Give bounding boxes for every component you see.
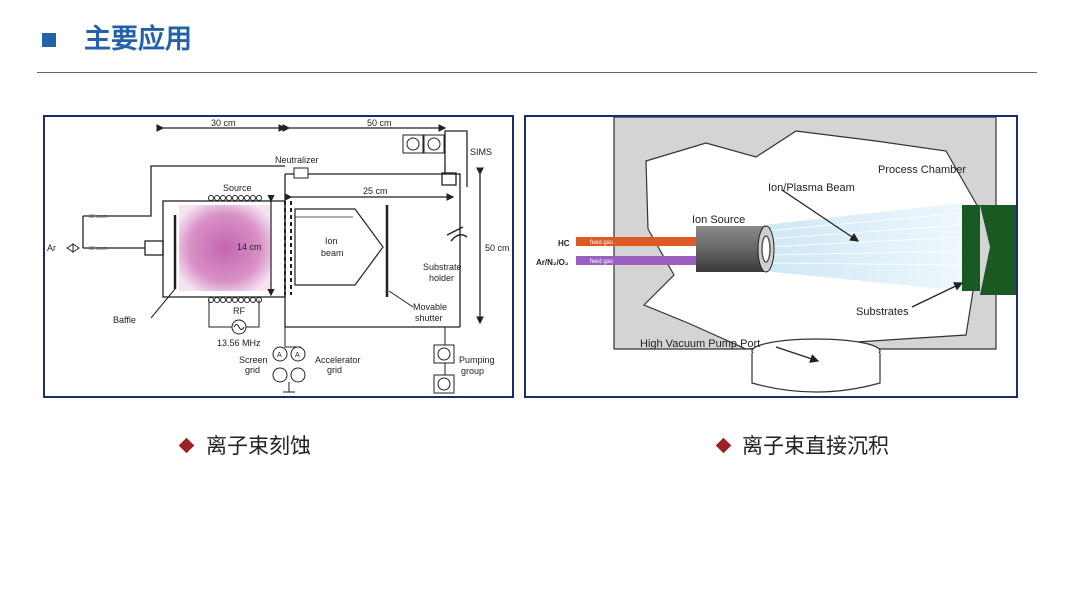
sims-rotor-2-icon	[427, 137, 441, 151]
label-substrates: Substrates	[856, 306, 909, 318]
pump-port-arrow	[775, 346, 820, 363]
plasma-beam	[764, 203, 962, 291]
substrate-holder-block	[980, 205, 1016, 295]
sims-rotor-1-icon	[406, 137, 420, 151]
substrates-arrow	[911, 282, 964, 308]
label-meter-a-2: A	[295, 352, 300, 359]
label-ion-source: Ion Source	[692, 214, 745, 226]
label-pumping-2: group	[461, 366, 484, 376]
page-title: 主要应用	[84, 24, 192, 55]
ion-beam-arrow	[294, 208, 384, 286]
label-ion-1: Ion	[325, 236, 338, 246]
title-square-bullet	[42, 33, 56, 47]
label-baffle: Baffle	[113, 315, 136, 325]
label-ar: Ar	[47, 243, 56, 253]
screen-grid-wire	[284, 295, 301, 348]
pump-lower-icon	[433, 374, 455, 394]
ion-source-grid	[761, 235, 771, 263]
label-accelerator-2: grid	[327, 365, 342, 375]
label-flow-1: 30 sccm	[89, 214, 108, 220]
label-flow-2: 30 sccm	[89, 246, 108, 252]
label-hc: HC	[558, 239, 570, 248]
label-screen-grid-1: Screen	[239, 355, 268, 365]
label-substrate-holder-1: Substrate	[423, 262, 462, 272]
label-screen-grid-2: grid	[245, 365, 260, 375]
pump-port-pipe	[751, 353, 881, 393]
label-rf-freq: 13.56 MHz	[217, 338, 261, 348]
ion-beam-deposition-diagram: Process Chamber Ion/Plasma Beam Ion Sour…	[524, 115, 1018, 398]
hc-feed-tube	[576, 237, 626, 246]
plasma-region	[179, 205, 271, 291]
source-coils	[208, 195, 262, 303]
substrate-plate	[962, 205, 980, 291]
label-dim-14: 14 cm	[237, 242, 262, 252]
sims-box-1-icon	[402, 134, 424, 154]
label-rf: RF	[233, 306, 245, 316]
sims-pipe	[444, 130, 468, 187]
label-sims: SIMS	[470, 147, 492, 157]
ion-source-body	[696, 226, 766, 272]
beam-arrow	[781, 189, 860, 242]
label-substrate-holder-2: holder	[429, 273, 454, 283]
screen-ammeter-icon	[272, 346, 288, 362]
caption-ion-beam-deposition: 离子束直接沉积	[742, 434, 889, 458]
caption-ion-beam-etching: 离子束刻蚀	[206, 434, 311, 458]
label-movable-1: Movable	[413, 302, 447, 312]
pump-upper-rotor-icon	[437, 347, 451, 361]
accelerator-supply-icon	[290, 367, 306, 383]
label-dim-25: 25 cm	[363, 186, 388, 196]
hc-feed-tube-inner	[626, 237, 696, 246]
neutralizer-box	[293, 167, 309, 179]
label-dim-30: 30 cm	[211, 118, 236, 128]
label-meter-a-1: A	[277, 352, 282, 359]
label-feed-gas-1: feed gas	[590, 240, 613, 246]
chamber-top-left	[285, 166, 446, 175]
substrate-holder-shape	[446, 226, 468, 242]
baffle-leader	[150, 288, 176, 319]
gas-line-top	[83, 165, 285, 217]
label-neutralizer: Neutralizer	[275, 155, 319, 165]
label-ar-n2-o2: Ar/N₂/O₂	[536, 258, 569, 267]
chamber-top-right	[445, 173, 461, 213]
label-accelerator-1: Accelerator	[315, 355, 361, 365]
label-ion-2: beam	[321, 248, 344, 258]
shutter-leader	[388, 290, 414, 308]
sine-icon	[233, 324, 245, 330]
label-movable-2: shutter	[415, 313, 443, 323]
label-ion-plasma-beam: Ion/Plasma Beam	[768, 182, 855, 194]
label-dim-50-side: 50 cm	[485, 243, 510, 253]
ar-valve-icon	[66, 243, 80, 253]
label-dim-50-top: 50 cm	[367, 118, 392, 128]
ar-feed-tube	[576, 256, 626, 265]
label-pump-port: High Vacuum Pump Port	[640, 338, 760, 350]
caption-left-bullet-icon	[178, 437, 195, 454]
sims-port	[441, 172, 457, 186]
gas-inlet	[144, 240, 164, 256]
title-divider	[37, 72, 1037, 73]
label-pumping-1: Pumping	[459, 355, 495, 365]
ion-beam-etching-diagram: 30 cm 50 cm SIMS Neutralizer Source 25 c…	[43, 115, 514, 398]
ar-feed-tube-inner	[626, 256, 696, 265]
accelerator-ammeter-icon	[290, 346, 306, 362]
screen-supply-icon	[272, 367, 288, 383]
label-source: Source	[223, 183, 252, 193]
pump-lower-rotor-icon	[437, 377, 451, 391]
label-feed-gas-2: feed gas	[590, 259, 613, 265]
label-process-chamber: Process Chamber	[878, 164, 966, 176]
sims-box-2-icon	[423, 134, 445, 154]
caption-right-bullet-icon	[715, 437, 732, 454]
pump-upper-icon	[433, 344, 455, 364]
